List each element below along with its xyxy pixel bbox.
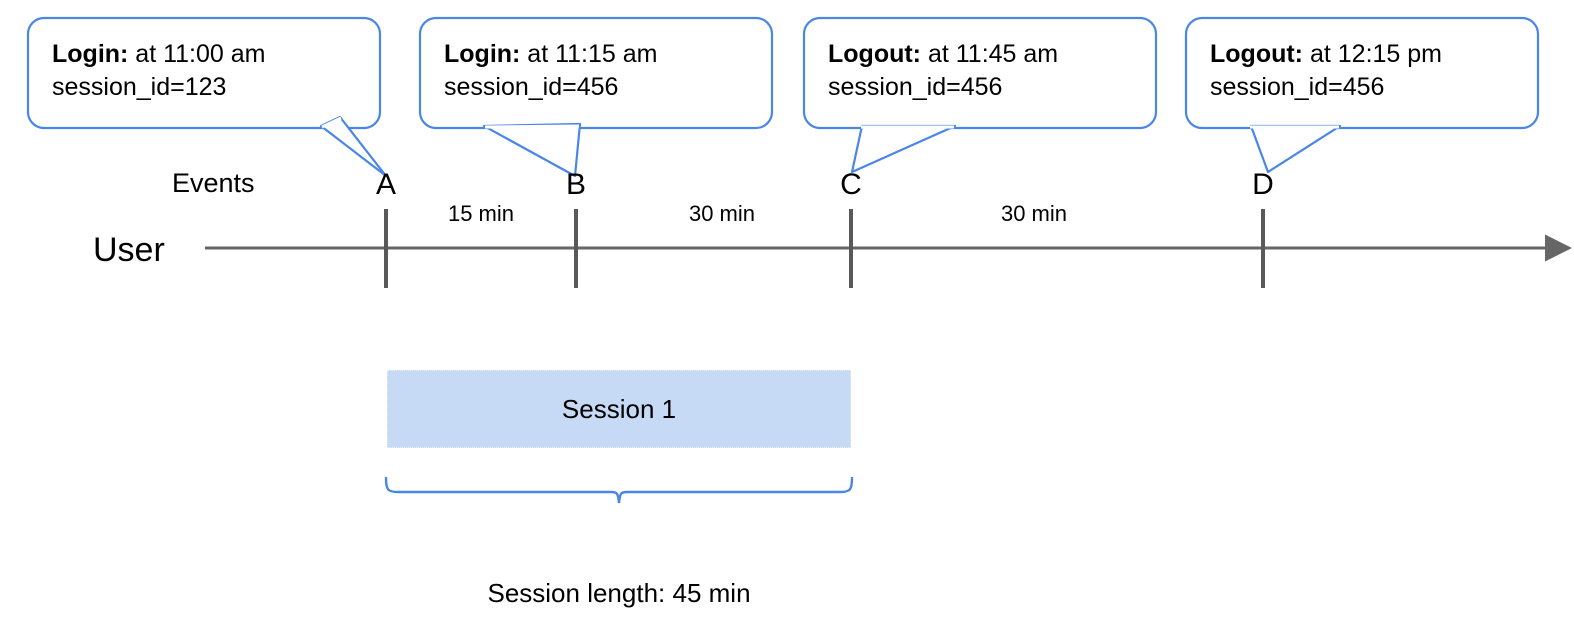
callout-body-3 <box>802 16 1158 130</box>
callout-bubble-3 <box>802 16 1158 174</box>
marker-label-a: A <box>375 168 397 201</box>
interval-label-cd: 30 min <box>1000 201 1068 226</box>
callout-tail-mask-1 <box>321 116 342 129</box>
callout-rest-4: at 12:15 pm <box>1303 40 1442 68</box>
callout-tail-4 <box>1249 124 1342 174</box>
callout-tail-3 <box>850 124 957 174</box>
callout-rest-1: at 11:00 am <box>128 40 266 68</box>
callout-text-4: Logout: at 12:15 pm session_id=456 <box>1210 38 1442 104</box>
callout-body-1 <box>26 16 382 130</box>
callout-lead-4: Logout: <box>1210 40 1304 68</box>
interval-label-ab: 15 min <box>447 201 515 226</box>
callout-rest-3: at 11:45 am <box>921 40 1059 68</box>
callout-lead-3: Logout: <box>828 40 922 68</box>
callout-bubble-2 <box>418 16 774 178</box>
callout-line2-2: session_id=456 <box>444 73 619 101</box>
callout-line1-3: Logout: at 11:45 am <box>828 38 1058 71</box>
marker-label-d: D <box>1252 168 1274 201</box>
marker-label-b: B <box>565 168 587 201</box>
callout-rest-2: at 11:15 am <box>520 40 658 68</box>
session-brace <box>384 476 854 504</box>
callout-lead-2: Login: <box>444 40 521 68</box>
callout-bubble-1 <box>26 16 388 178</box>
interval-label-bc: 30 min <box>688 201 756 226</box>
callout-tail-mask-2 <box>484 124 580 129</box>
callout-lead-1: Login: <box>52 40 129 68</box>
callout-line2-4: session_id=456 <box>1210 73 1385 101</box>
callout-body-2 <box>418 16 774 130</box>
events-row-label: Events <box>172 168 255 198</box>
callout-text-2: Login: at 11:15 am session_id=456 <box>444 38 657 104</box>
callout-line1-4: Logout: at 12:15 pm <box>1210 38 1442 71</box>
callout-line1-2: Login: at 11:15 am <box>444 38 657 71</box>
callout-bubble-4 <box>1184 16 1540 174</box>
callout-text-1: Login: at 11:00 am session_id=123 <box>52 38 265 104</box>
session-bar[interactable]: Session 1 <box>387 370 851 448</box>
callout-line2-1: session_id=123 <box>52 73 227 101</box>
callout-line1-1: Login: at 11:00 am <box>52 38 265 71</box>
callout-body-4 <box>1184 16 1540 130</box>
callout-text-3: Logout: at 11:45 am session_id=456 <box>828 38 1058 104</box>
callout-line2-3: session_id=456 <box>828 73 1003 101</box>
user-row-label: User <box>93 231 165 269</box>
session-bar-label: Session 1 <box>561 393 677 424</box>
session-length-label: Session length: 45 min <box>487 578 751 608</box>
marker-label-c: C <box>840 168 862 201</box>
